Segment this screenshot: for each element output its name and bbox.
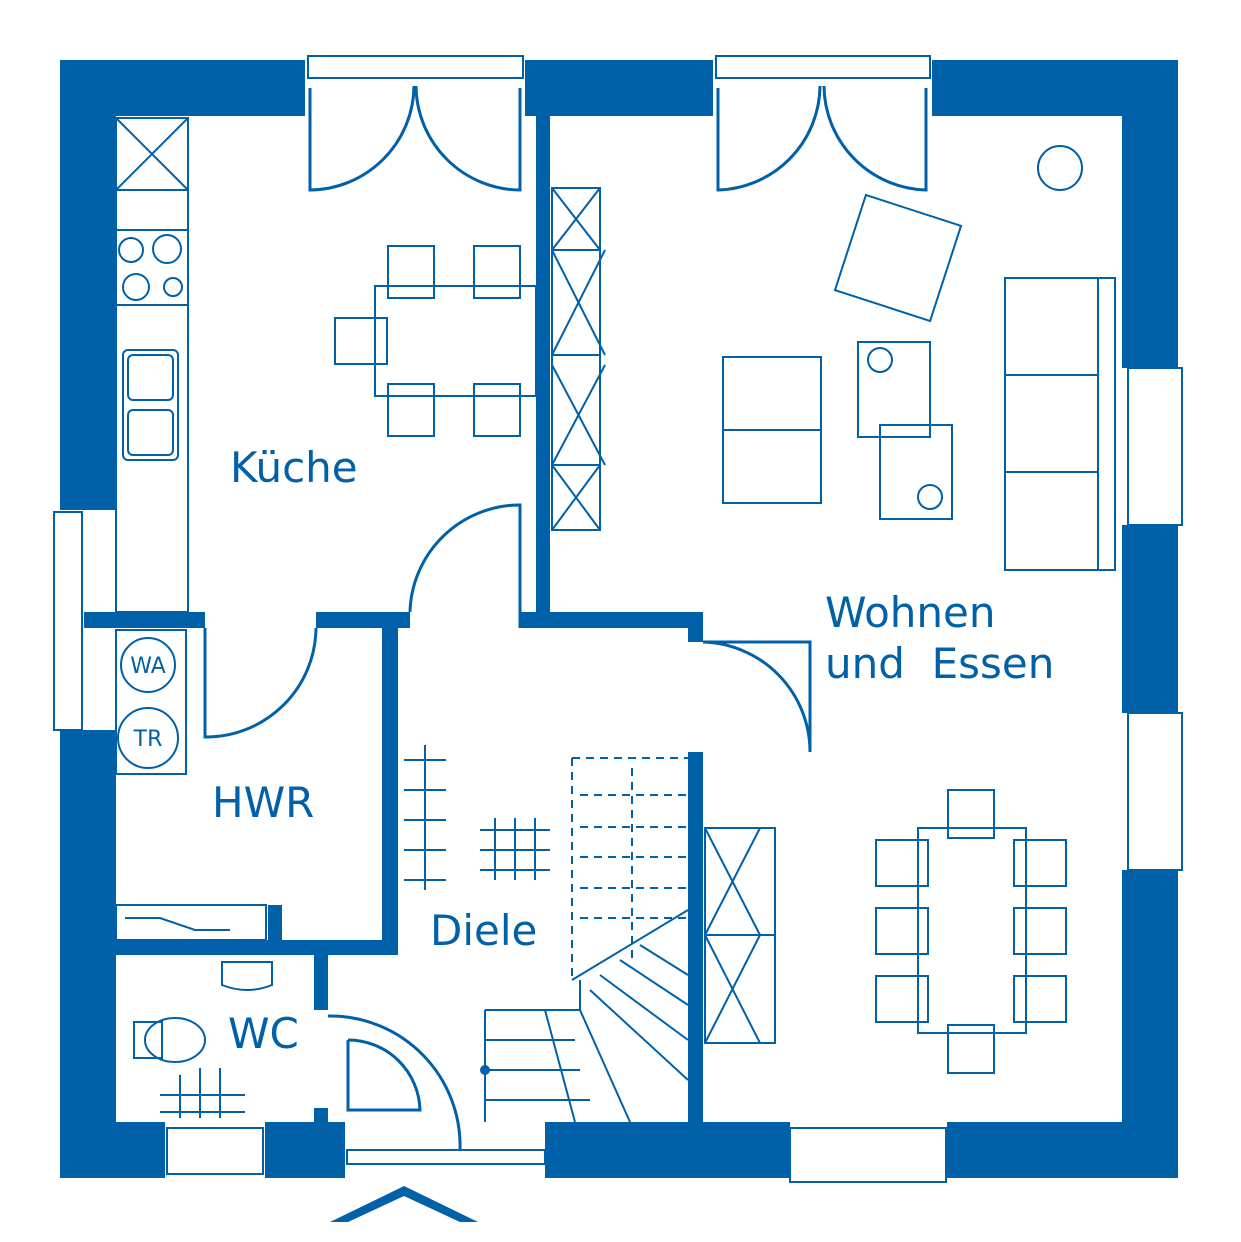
living-furniture <box>704 145 1116 1074</box>
utility-wc-fixtures <box>115 629 273 1118</box>
room-label-hall: Diele <box>430 906 537 955</box>
room-label-living-line1: Wohnen <box>825 588 995 637</box>
room-label-wc: WC <box>228 1009 299 1058</box>
washer-label: WA <box>130 654 166 679</box>
windows <box>53 55 1183 1183</box>
outer-walls <box>60 60 1178 1178</box>
interior-walls <box>84 116 703 1122</box>
room-label-utility: HWR <box>212 778 314 827</box>
staircase <box>404 745 689 1123</box>
dryer-label: TR <box>133 727 163 752</box>
room-label-living-line2: und Essen <box>825 639 1054 688</box>
room-label-kitchen: Küche <box>230 443 358 492</box>
doors <box>203 85 928 1222</box>
kitchen-furniture <box>115 117 606 613</box>
